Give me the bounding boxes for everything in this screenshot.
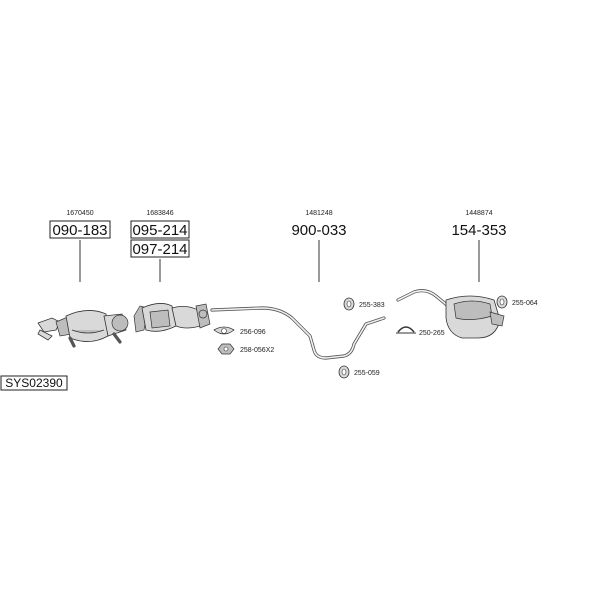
rubber-mount-icon bbox=[343, 297, 355, 311]
accessory-250-265-label: 250-265 bbox=[419, 330, 445, 337]
part-3-oem-number: 1481248 bbox=[305, 210, 332, 217]
part-2-code-box bbox=[130, 220, 190, 239]
catalytic-converter-drawing bbox=[133, 303, 211, 333]
accessory-255-064-label: 255-064 bbox=[512, 300, 538, 307]
intermediate-pipe-drawing bbox=[210, 306, 386, 360]
part-2-oem-number: 1683846 bbox=[146, 210, 173, 217]
part-1-code: 090-183 bbox=[52, 222, 107, 239]
part-1-oem-number: 1670450 bbox=[66, 210, 93, 217]
part-2-alt-code-box bbox=[130, 239, 190, 258]
rear-silencer-drawing bbox=[396, 289, 505, 339]
part-2-code: 095-214 bbox=[132, 222, 187, 239]
accessory-255-059-label: 255-059 bbox=[354, 370, 380, 377]
clamp-icon bbox=[396, 326, 416, 334]
nut-icon bbox=[217, 343, 235, 355]
gasket-icon bbox=[213, 326, 235, 335]
system-code-box bbox=[0, 375, 68, 391]
rubber-mount-icon bbox=[496, 295, 508, 309]
part-4-code: 154-353 bbox=[451, 222, 506, 239]
part-3-code: 900-033 bbox=[291, 222, 346, 239]
accessory-258-056x2-label: 258-056X2 bbox=[240, 347, 274, 354]
part-1-code-box bbox=[49, 220, 111, 239]
system-code: SYS02390 bbox=[5, 376, 63, 390]
catalytic-converter-front-drawing bbox=[37, 310, 129, 348]
part-4-oem-number: 1448874 bbox=[465, 210, 492, 217]
rubber-mount-icon bbox=[338, 365, 350, 379]
accessory-255-383-label: 255-383 bbox=[359, 302, 385, 309]
accessory-256-096-label: 256-096 bbox=[240, 329, 266, 336]
part-2-alt-code: 097-214 bbox=[132, 241, 187, 258]
